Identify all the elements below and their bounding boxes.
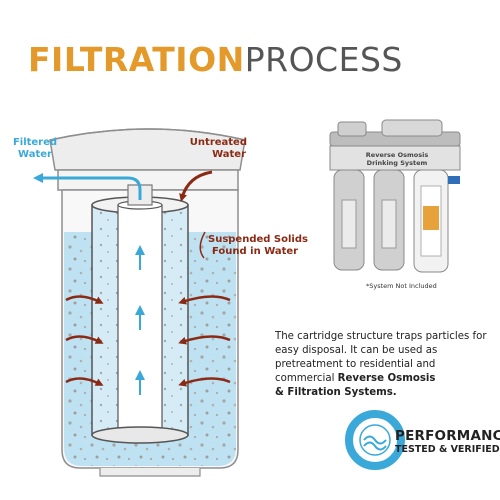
title-process: PROCESS	[244, 40, 403, 79]
system-not-included-note: *System Not Included	[366, 282, 437, 290]
description-text: The cartridge structure traps particles …	[275, 330, 497, 400]
ro-label-1: Reverse Osmosis	[366, 151, 429, 159]
solids-callout-line	[199, 231, 206, 259]
label-solids-1: Suspended Solids	[208, 234, 308, 245]
description-bold2: & Filtration Systems.	[275, 387, 397, 398]
label-filtered-1: Filtered	[13, 137, 57, 148]
label-solids-2: Found in Water	[212, 246, 298, 257]
inflow-arrows	[65, 295, 231, 387]
label-untreated-2: Water	[212, 149, 246, 160]
label-untreated-1: Untreated	[190, 137, 247, 148]
badge-line-1: PERFORMANCE	[395, 428, 500, 444]
description-part1: The cartridge structure traps particles …	[275, 331, 487, 384]
ro-system-image: Reverse Osmosis Drinking System	[329, 119, 461, 273]
filtered-water-flow-arrow	[33, 173, 142, 200]
badge-text: PERFORMANCE TESTED & VERIFIED	[395, 428, 500, 456]
description-bold1: Reverse Osmosis	[337, 373, 436, 384]
ro-label-2: Drinking System	[367, 159, 428, 167]
label-filtered-2: Water	[18, 149, 52, 160]
performance-badge-seal	[345, 410, 405, 470]
title-filtration: FILTRATION	[28, 40, 245, 79]
badge-line-2: TESTED & VERIFIED	[395, 444, 500, 455]
page-title: FILTRATIONPROCESS	[28, 40, 403, 80]
untreated-water-flow-arrow	[179, 170, 213, 202]
